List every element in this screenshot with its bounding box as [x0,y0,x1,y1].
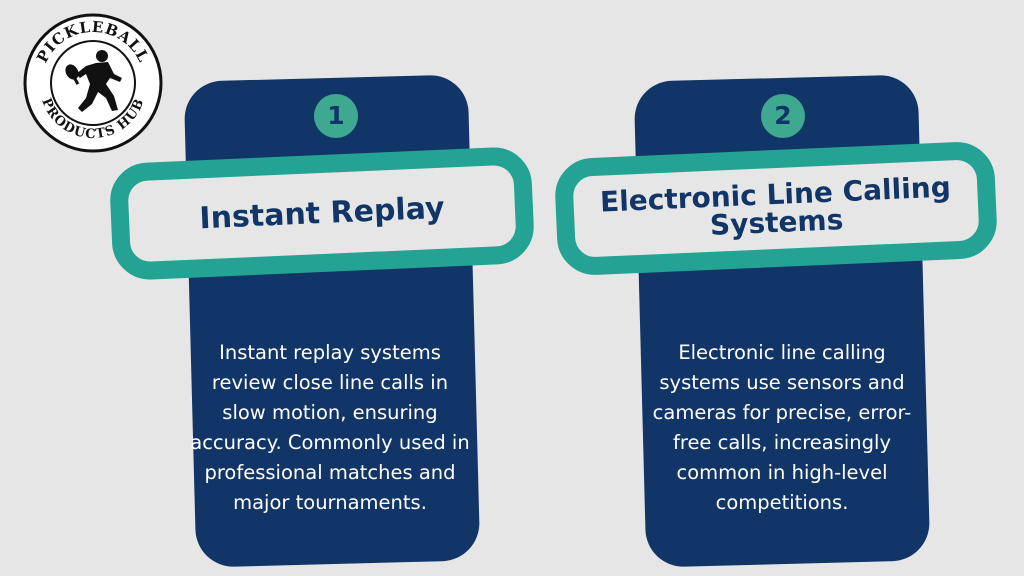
card-2-description: Electronic line calling systems use sens… [652,341,912,514]
pickleball-player-silhouette-icon [65,50,122,112]
card-2-title: Electronic Line Calling Systems [599,169,952,242]
card-1-title-banner: Instant Replay [108,145,536,282]
card-2-title-banner: Electronic Line Calling Systems [553,140,999,277]
card-1-description: Instant replay systems review close line… [190,341,470,514]
card-1-title: Instant Replay [198,190,446,236]
brand-logo: PICKLEBALL PRODUCTS HUB [22,12,164,154]
card-1-number-badge: 1 [314,94,358,138]
brand-logo-graphic: PICKLEBALL PRODUCTS HUB [23,13,163,153]
card-2-number-badge: 2 [761,94,805,138]
